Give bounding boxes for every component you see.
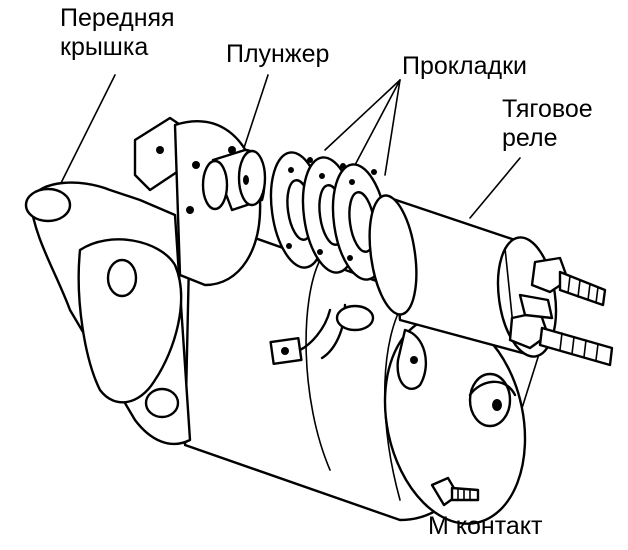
cable-grommet [335, 304, 375, 332]
label-m-contact: М контакт [428, 512, 543, 540]
front-cover-nose [24, 187, 72, 223]
relay-terminal-upper [530, 256, 607, 307]
relay-terminal-lower [508, 310, 614, 367]
flange-hole-bottom [144, 387, 180, 419]
label-gaskets: Прокладки [402, 52, 527, 80]
plunger [201, 148, 267, 212]
motor-housing [183, 213, 527, 525]
relay-strap [518, 293, 554, 320]
traction-relay [368, 194, 614, 367]
plunger-rear-face [201, 159, 229, 211]
label-traction-relay: Тяговое реле [502, 95, 593, 152]
label-plunger: Плунжер [226, 40, 330, 68]
gaskets [269, 151, 389, 281]
leader-gasket-2 [354, 79, 401, 166]
plunger-front-face [237, 149, 267, 207]
lower-terminal-stud [538, 326, 614, 367]
leader-relay [469, 157, 521, 219]
leader-front-cover [59, 74, 116, 186]
relay-front-face [368, 194, 418, 316]
label-front-cover: Передняя крышка [60, 4, 175, 61]
m-contact-stud [450, 486, 480, 502]
mounting-flange [77, 238, 183, 404]
leader-gasket-1 [324, 79, 401, 151]
flange-hole-top [106, 258, 138, 298]
rear-bearing-boss [468, 372, 512, 428]
leader-plunger [239, 74, 269, 161]
leader-gasket-3 [384, 79, 401, 176]
